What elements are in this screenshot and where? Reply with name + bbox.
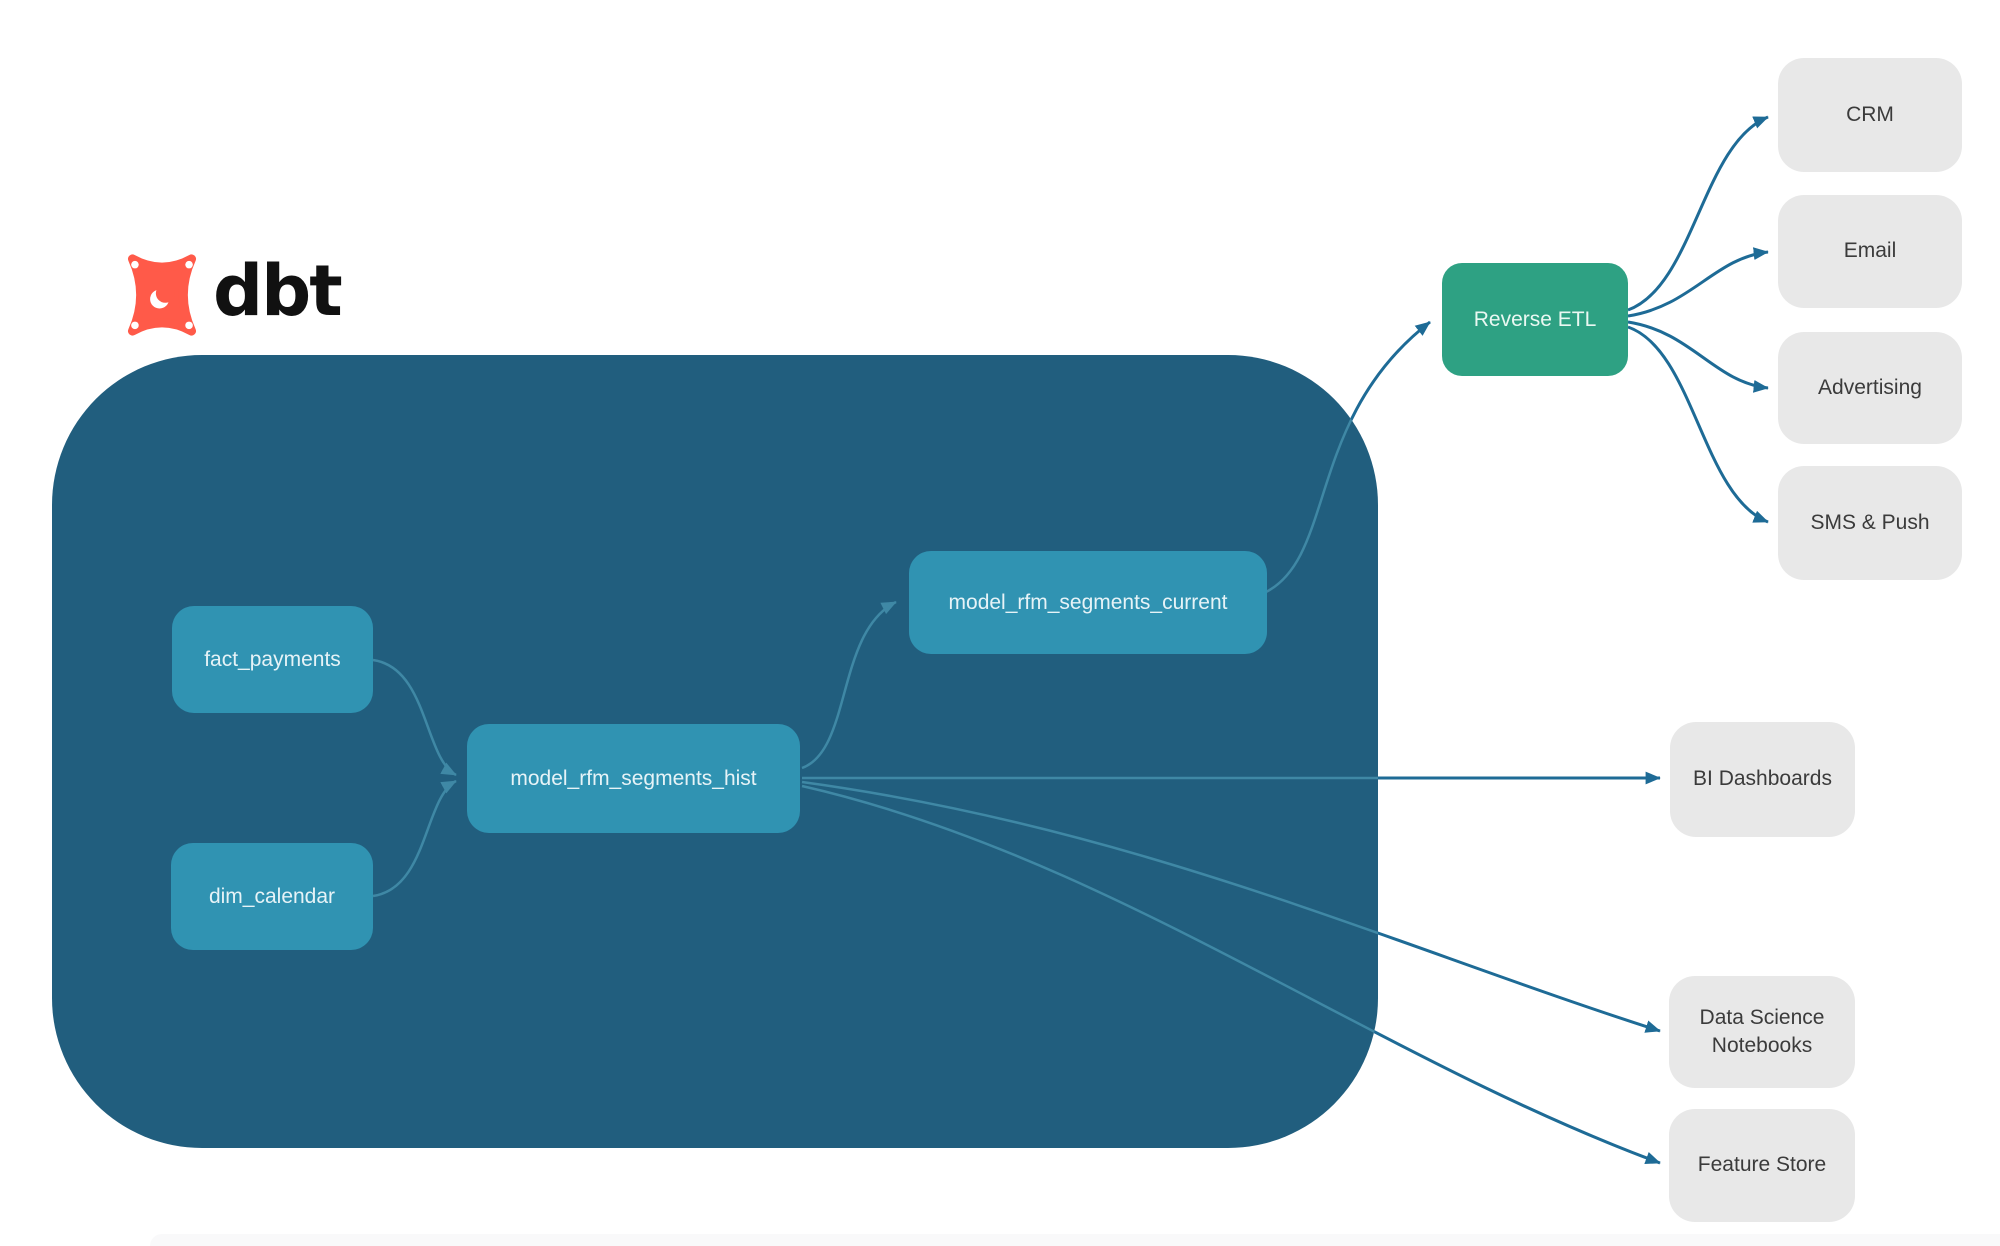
edge-hist-to-feature-store-outer xyxy=(801,784,1661,1165)
node-label: BI Dashboards xyxy=(1693,767,1832,791)
node-label: Reverse ETL xyxy=(1473,307,1597,331)
page-edge-strip xyxy=(150,1234,2000,1246)
node-label: Feature Store xyxy=(1697,1153,1827,1177)
dbt-logo-text: dbt xyxy=(213,250,343,332)
edge-reverse-etl-to-advertising xyxy=(1627,320,1769,393)
node-label: Data Science Notebooks xyxy=(1699,1005,1825,1057)
node-label: CRM xyxy=(1846,102,1894,126)
node-label: model_rfm_segments_hist xyxy=(510,766,757,790)
edge-current-to-reverse-etl-inner xyxy=(1265,355,1378,594)
node-sms-push: SMS & Push xyxy=(1778,466,1962,580)
edge-fact-payments-to-hist xyxy=(372,658,457,777)
dbt-logo: dbt xyxy=(121,250,343,338)
node-label: Email xyxy=(1843,239,1897,263)
node-advertising: Advertising xyxy=(1778,332,1962,444)
node-label: dim_calendar xyxy=(208,884,336,908)
node-model-rfm-segments-hist: model_rfm_segments_hist xyxy=(467,724,800,833)
edge-hist-to-data-science-notebooks-outer xyxy=(801,780,1661,1033)
node-label: SMS & Push xyxy=(1810,510,1930,534)
dbt-logo-icon xyxy=(127,254,197,336)
edge-reverse-etl-to-sms-push xyxy=(1627,325,1769,524)
node-feature-store: Feature Store xyxy=(1669,1109,1855,1222)
node-label: model_rfm_segments_current xyxy=(948,590,1228,614)
edge-hist-to-current xyxy=(801,600,897,770)
node-label: fact_payments xyxy=(204,647,341,671)
node-bi-dashboards: BI Dashboards xyxy=(1670,722,1855,837)
node-model-rfm-segments-current: model_rfm_segments_current xyxy=(909,551,1267,654)
node-reverse-etl: Reverse ETL xyxy=(1442,263,1628,376)
node-email: Email xyxy=(1778,195,1962,308)
node-dim-calendar: dim_calendar xyxy=(171,843,373,950)
edge-current-to-reverse-etl-outer xyxy=(1265,320,1431,594)
edge-dim-calendar-to-hist xyxy=(372,779,457,898)
node-fact-payments: fact_payments xyxy=(172,606,373,713)
edge-reverse-etl-to-email xyxy=(1627,247,1769,318)
edge-hist-to-data-science-notebooks-inner xyxy=(801,780,1378,1033)
edge-hist-to-feature-store-inner xyxy=(801,784,1378,1148)
node-data-science-notebooks: Data Science Notebooks xyxy=(1669,976,1855,1088)
node-label: Advertising xyxy=(1818,375,1922,399)
edge-reverse-etl-to-crm xyxy=(1627,115,1769,312)
node-crm: CRM xyxy=(1778,58,1962,172)
